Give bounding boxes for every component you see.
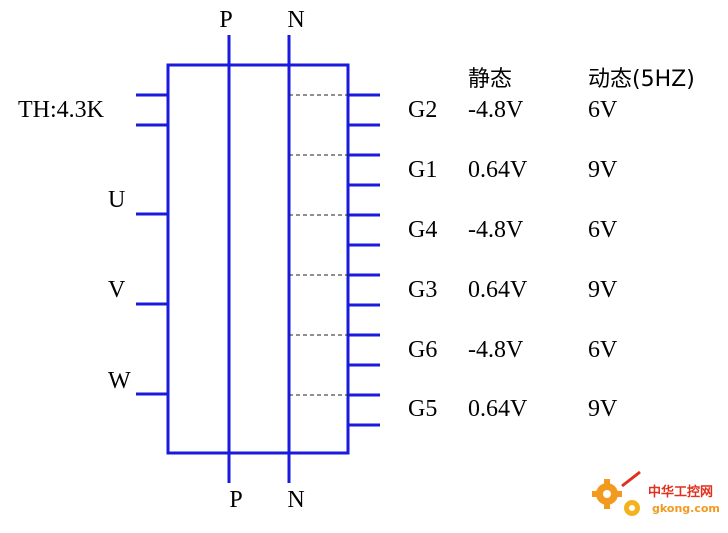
module-outline (166, 63, 350, 455)
dynamic-value-g5: 9V (588, 396, 618, 422)
static-value-g4: -4.8V (468, 217, 524, 243)
dynamic-value-g6: 6V (588, 337, 618, 363)
gate-label-g1: G1 (408, 157, 437, 183)
watermark-cn: 中华工控网 (648, 484, 713, 500)
dynamic-value-g4: 6V (588, 217, 618, 243)
static-header: 静态 (468, 67, 512, 92)
static-value-g2: -4.8V (468, 97, 524, 123)
p-bottom-label: P (229, 487, 242, 513)
right-pin-group (348, 93, 380, 427)
n-top-label: N (287, 7, 304, 33)
u-label: U (108, 187, 125, 213)
v-label: V (108, 277, 126, 303)
gate-label-g5: G5 (408, 396, 437, 422)
dynamic-value-g2: 6V (588, 97, 618, 123)
p-top-label: P (219, 7, 232, 33)
gear-icon (592, 470, 641, 516)
static-value-g6: -4.8V (468, 337, 524, 363)
watermark-url: gkong.com (652, 502, 720, 515)
th-label: TH:4.3K (18, 97, 105, 123)
gate-label-g2: G2 (408, 97, 437, 123)
n-bottom-label: N (287, 487, 304, 513)
dynamic-value-g3: 9V (588, 277, 618, 303)
dynamic-value-g1: 9V (588, 157, 618, 183)
dynamic-header: 动态(5HZ) (588, 67, 695, 92)
static-value-g3: 0.64V (468, 277, 528, 303)
static-value-g1: 0.64V (468, 157, 528, 183)
static-value-g5: 0.64V (468, 396, 528, 422)
watermark-logo: 中华工控网 gkong.com (592, 470, 720, 516)
gate-label-g4: G4 (408, 217, 437, 243)
gate-dashed-lines (289, 94, 348, 396)
gate-label-g6: G6 (408, 337, 437, 363)
gate-label-g3: G3 (408, 277, 437, 303)
w-label: W (108, 368, 131, 394)
